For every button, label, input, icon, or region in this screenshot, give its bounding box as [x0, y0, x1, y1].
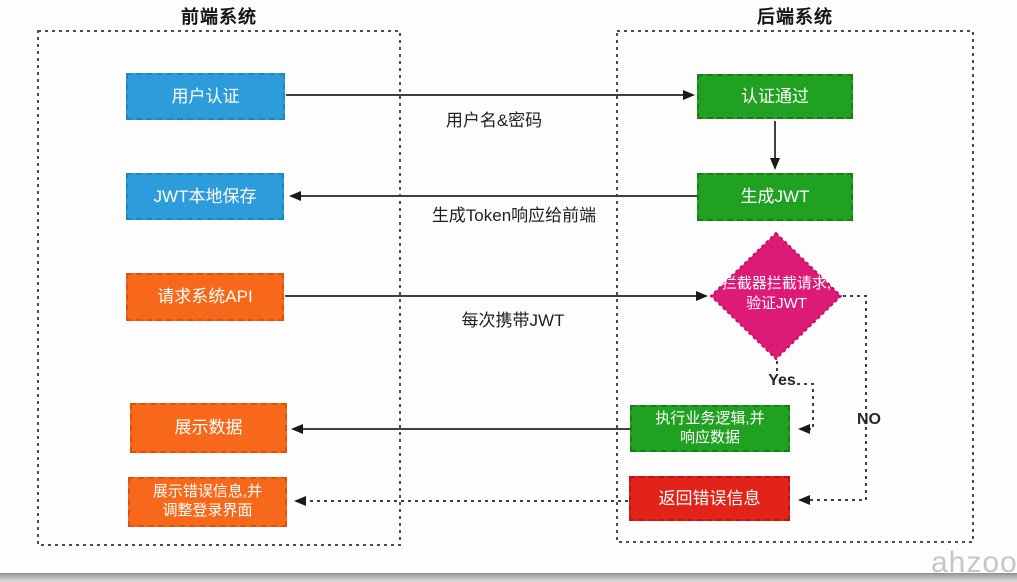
node-return-error: 返回错误信息	[629, 476, 790, 521]
edge-label-no: NO	[857, 411, 881, 428]
node-show-error-adjust-login: 展示错误信息,并 调整登录界面	[128, 477, 287, 527]
edge-label-yes: Yes	[768, 372, 796, 389]
edge-label-token-response: 生成Token响应给前端	[431, 206, 597, 225]
verify-jwt-line1: 拦截器拦截请求,	[721, 275, 832, 292]
node-show-error-line2: 调整登录界面	[162, 502, 253, 519]
node-generate-jwt-label: 生成JWT	[740, 187, 810, 207]
frontend-group-title: 前端系统	[181, 7, 257, 27]
dashed-no-to-returnerror	[798, 295, 867, 505]
node-exec-business-logic-line1: 执行业务逻辑,并	[655, 409, 765, 427]
frontend-group-border	[37, 30, 401, 546]
verify-jwt-diamond-label: 拦截器拦截请求, 验证JWT	[696, 274, 857, 313]
node-generate-jwt: 生成JWT	[697, 173, 853, 221]
backend-group-border	[616, 30, 974, 543]
node-request-system-api-label: 请求系统API	[157, 287, 253, 307]
backend-group-title: 后端系统	[757, 7, 833, 27]
edge-label-carry-jwt: 每次携带JWT	[461, 311, 565, 330]
node-show-data: 展示数据	[130, 403, 287, 453]
bottom-edge-bar	[0, 573, 1017, 582]
node-request-system-api: 请求系统API	[126, 273, 284, 321]
node-jwt-local-save-label: JWT本地保存	[153, 186, 257, 206]
node-jwt-local-save: JWT本地保存	[126, 173, 284, 220]
node-auth-passed-label: 认证通过	[741, 86, 809, 106]
node-show-error-line1: 展示错误信息,并	[152, 483, 263, 501]
edge-label-username-password: 用户名&密码	[445, 111, 543, 130]
node-exec-business-logic: 执行业务逻辑,并 响应数据	[630, 405, 790, 452]
node-exec-business-logic-line2: 响应数据	[679, 428, 740, 446]
node-auth-passed: 认证通过	[697, 74, 853, 119]
node-return-error-label: 返回错误信息	[658, 488, 761, 508]
verify-jwt-line2: 验证JWT	[746, 294, 807, 312]
node-user-auth-label: 用户认证	[171, 86, 240, 106]
node-show-data-label: 展示数据	[174, 418, 243, 438]
dashed-yes-to-execlogic	[797, 383, 814, 434]
node-user-auth: 用户认证	[126, 73, 285, 120]
verify-jwt-diamond	[709, 231, 843, 361]
